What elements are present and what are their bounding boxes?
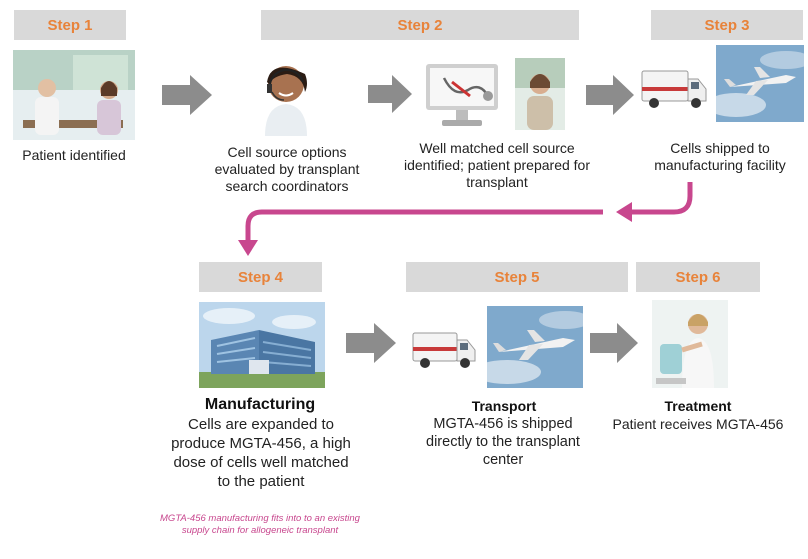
manufacturing-caption: Cells are expanded to produce MGTA-456, … [171,416,351,490]
coordinator-headset-image [243,52,329,136]
connector-arrow-icon [0,0,808,265]
plane-image [716,45,804,122]
step-6-label: Step 6 [636,262,760,292]
arrow-right-icon [368,75,412,118]
step-4-label: Step 4 [199,262,322,292]
treatment-image [652,300,728,388]
doctor-patient-image [13,50,135,140]
step-5-label: Step 5 [406,262,628,292]
step-3-label: Step 3 [651,10,803,40]
ambulance-image [640,63,708,113]
arrow-right-icon [346,323,396,368]
patient-identified-caption: Patient identified [22,147,126,163]
patient-image [515,58,565,130]
arrow-right-icon [586,75,634,120]
treatment-title: Treatment [664,398,732,414]
ambulance-image [411,325,477,373]
plane-image [487,306,583,388]
arrow-right-icon [590,323,638,368]
transport-title: Transport [471,398,537,414]
cell-source-options-caption: Cell source options evaluated by transpl… [214,144,360,194]
manufacturing-title: Manufacturing [204,396,316,413]
step-2-label: Step 2 [261,10,579,40]
well-matched-caption: Well matched cell source identified; pat… [403,140,590,190]
manufacturing-building-image [199,302,325,388]
step-1-label: Step 1 [14,10,126,40]
arrow-right-icon [162,75,212,120]
treatment-caption: Patient receives MGTA-456 [612,416,784,432]
manufacturing-note: MGTA-456 manufacturing fits into to an e… [160,513,360,536]
transport-caption: MGTA-456 is shipped directly to the tran… [426,416,580,468]
cells-shipped-caption: Cells shipped to manufacturing facility [654,140,786,173]
monitor-stethoscope-image [422,58,502,130]
